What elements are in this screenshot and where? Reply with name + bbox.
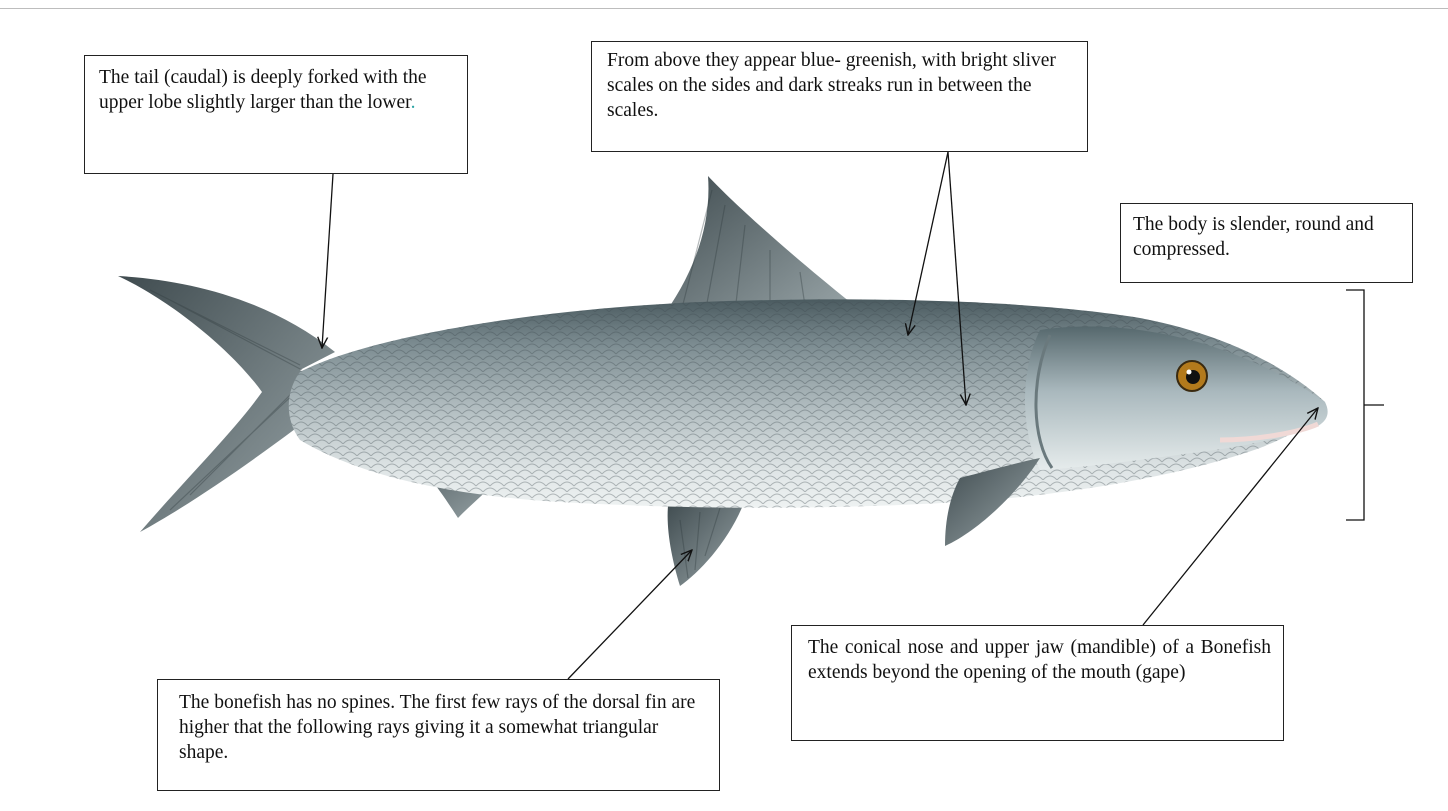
callout-body: The body is slender, round and compresse… [1120, 203, 1413, 283]
tail-arrow-icon [322, 174, 333, 348]
bracket-icon [1346, 290, 1384, 520]
fish-head [1025, 327, 1328, 470]
pelvic-fin [668, 500, 745, 586]
callout-tail-text: The tail (caudal) is deeply forked with … [99, 67, 427, 113]
callout-spines: The bonefish has no spines. The first fe… [157, 679, 720, 791]
callout-tail-period: . [411, 92, 416, 113]
spines-arrow-icon [568, 550, 692, 679]
callout-nose: The conical nose and upper jaw (mandible… [791, 625, 1284, 741]
dorsal-fin [660, 176, 850, 320]
callout-color: From above they appear blue- greenish, w… [591, 41, 1088, 152]
callout-tail: The tail (caudal) is deeply forked with … [84, 55, 468, 174]
